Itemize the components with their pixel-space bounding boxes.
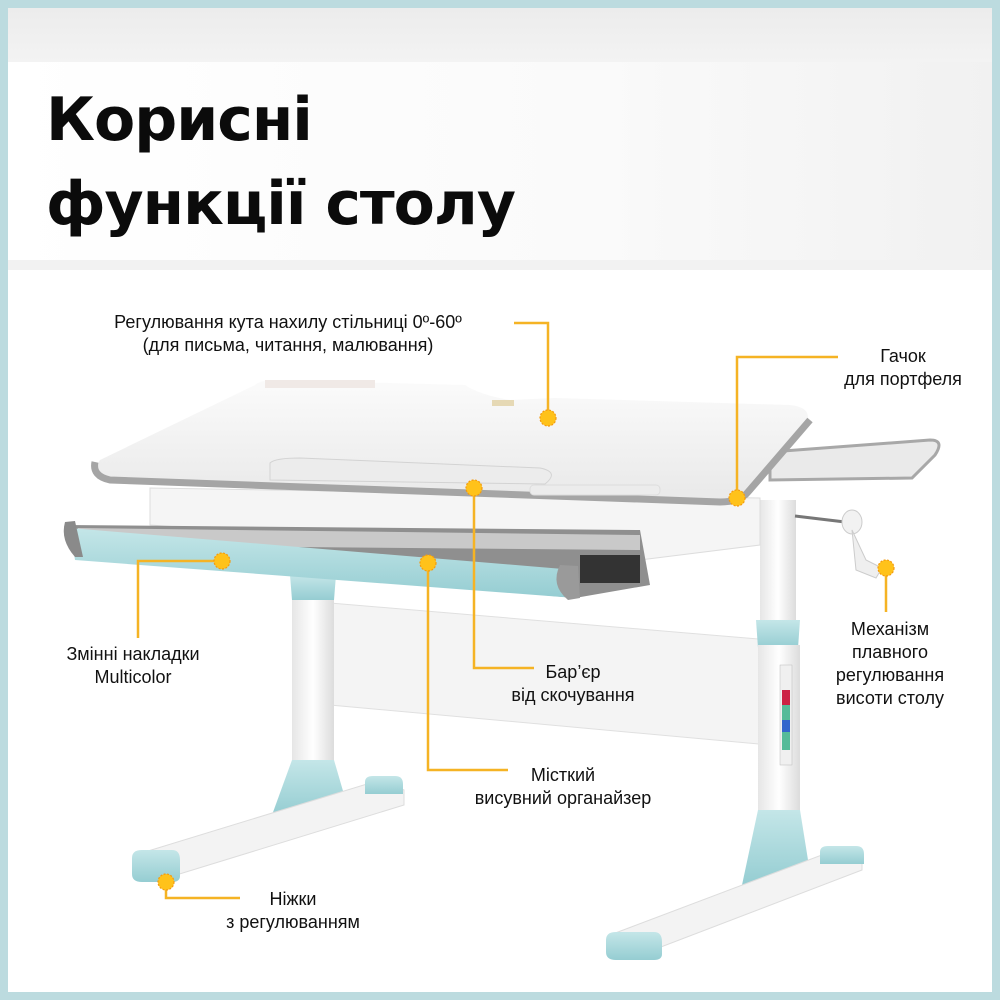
title-band — [8, 62, 992, 260]
callout-hook-line1: Гачок — [880, 346, 926, 366]
hook-marker-icon — [728, 489, 746, 507]
tilt-marker-icon — [539, 409, 557, 427]
page-title: Корисні функції столу — [46, 78, 516, 246]
callout-barrier: Бар’єр від скочування — [488, 661, 658, 707]
callout-overlays-line2: Multicolor — [94, 667, 172, 687]
callout-feet-line2: з регулюванням — [226, 912, 360, 932]
callout-overlays-line1: Змінні накладки — [66, 644, 200, 664]
callout-lines — [136, 321, 895, 900]
callout-overlays: Змінні накладки Multicolor — [38, 643, 228, 689]
product-infographic: Корисні функції столу — [8, 8, 992, 992]
callout-feet: Ніжки з регулюванням — [208, 888, 378, 934]
callout-hook: Гачок для портфеля — [838, 345, 968, 391]
callout-tilt: Регулювання кута нахилу стільниці 0º-60º… — [68, 311, 508, 357]
callout-height-line1: Механізм — [850, 619, 930, 639]
callout-height-line4: висоти столу — [836, 688, 944, 708]
band-shadow — [8, 260, 992, 270]
title-line-1: Корисні — [46, 85, 313, 155]
top-band — [8, 8, 992, 62]
callout-organizer-line1: Місткий — [530, 765, 596, 785]
overlay-marker-icon — [213, 552, 231, 570]
callout-tilt-line1: Регулювання кута нахилу стільниці 0º-60º — [114, 312, 462, 332]
barrier-marker-icon — [465, 479, 483, 497]
crank-marker-icon — [877, 559, 895, 577]
desk-illustration — [63, 380, 941, 960]
callout-height-line3: регулювання — [835, 665, 945, 685]
callout-feet-line1: Ніжки — [269, 889, 317, 909]
title-line-2: функції столу — [46, 169, 516, 239]
callout-height-mechanism: Механізм плавного регулювання висоти сто… — [820, 618, 960, 710]
callout-organizer-line2: висувний органайзер — [474, 788, 652, 808]
callout-tilt-line2: (для письма, читання, малювання) — [142, 335, 434, 355]
callout-organizer: Місткий висувний органайзер — [448, 764, 678, 810]
callout-hook-line2: для портфеля — [844, 369, 962, 389]
organizer-marker-icon — [419, 554, 437, 572]
callout-height-line2: плавного — [852, 642, 928, 662]
callout-barrier-line2: від скочування — [511, 685, 635, 705]
foot-marker-icon — [157, 873, 175, 891]
callout-barrier-line1: Бар’єр — [545, 662, 601, 682]
